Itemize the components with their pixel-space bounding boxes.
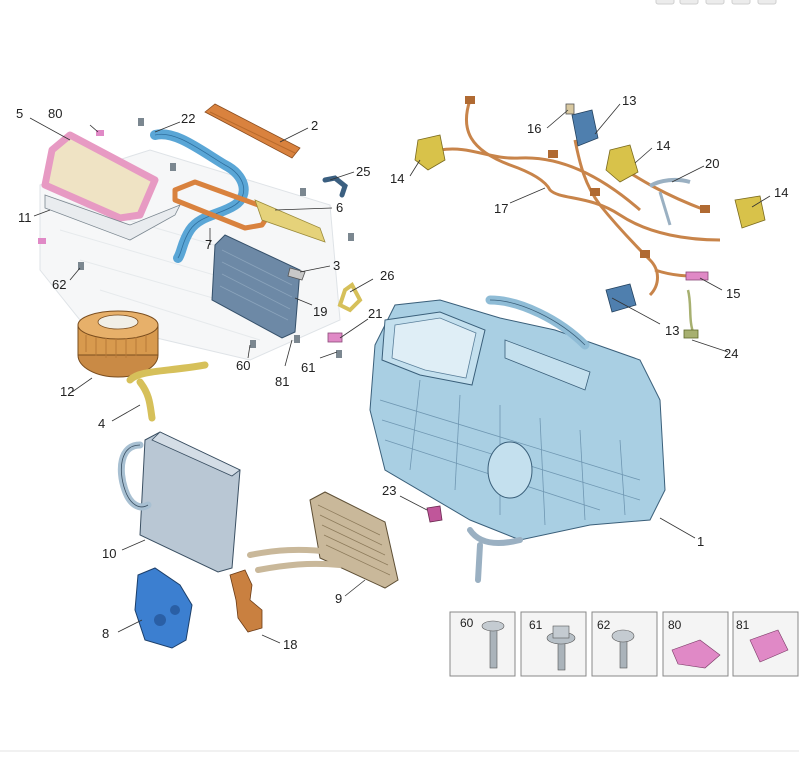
thumb-61[interactable]: 61 bbox=[520, 611, 587, 677]
thumb-80-label: 80 bbox=[668, 618, 682, 632]
sensor-16[interactable] bbox=[565, 103, 575, 115]
actuator-14-right[interactable] bbox=[734, 195, 766, 229]
sensor-3[interactable] bbox=[287, 267, 306, 281]
thumb-81-label: 81 bbox=[736, 618, 750, 632]
callout-6[interactable]: 6 bbox=[336, 200, 343, 215]
callout-61[interactable]: 61 bbox=[301, 360, 315, 375]
callout-17[interactable]: 17 bbox=[494, 201, 508, 216]
callout-25[interactable]: 25 bbox=[356, 164, 370, 179]
callout-21[interactable]: 21 bbox=[368, 306, 382, 321]
callout-14-left[interactable]: 14 bbox=[390, 171, 404, 186]
callout-20[interactable]: 20 bbox=[705, 156, 719, 171]
callout-19[interactable]: 19 bbox=[313, 304, 327, 319]
callout-16[interactable]: 16 bbox=[527, 121, 541, 136]
orange-bracket[interactable] bbox=[229, 569, 263, 633]
callout-8[interactable]: 8 bbox=[102, 626, 109, 641]
left-screws bbox=[38, 118, 354, 358]
callout-81[interactable]: 81 bbox=[275, 374, 289, 389]
blue-duct[interactable] bbox=[150, 129, 249, 263]
callout-14-right[interactable]: 14 bbox=[774, 185, 788, 200]
callout-15[interactable]: 15 bbox=[726, 286, 740, 301]
callout-12[interactable]: 12 bbox=[60, 384, 74, 399]
small-hose-25[interactable] bbox=[322, 175, 348, 198]
callout-3[interactable]: 3 bbox=[333, 258, 340, 273]
yellow-seal-strip[interactable] bbox=[254, 199, 326, 243]
thumb-60-label: 60 bbox=[460, 616, 474, 630]
thumb-62-label: 62 bbox=[597, 618, 611, 632]
callout-62[interactable]: 62 bbox=[52, 277, 66, 292]
filter-tray[interactable] bbox=[44, 194, 181, 241]
connector-15[interactable] bbox=[685, 271, 709, 281]
connector-21[interactable] bbox=[327, 332, 343, 343]
yellow-pipe[interactable] bbox=[126, 361, 209, 422]
callout-24[interactable]: 24 bbox=[724, 346, 738, 361]
evaporator-panel[interactable] bbox=[211, 234, 301, 339]
callout-26[interactable]: 26 bbox=[380, 268, 394, 283]
heater-core[interactable] bbox=[247, 491, 399, 589]
actuator-13-top[interactable] bbox=[571, 109, 599, 147]
callout-60[interactable]: 60 bbox=[236, 358, 250, 373]
thumb-60[interactable]: 60 bbox=[449, 611, 516, 677]
callout-80[interactable]: 80 bbox=[48, 106, 62, 121]
orange-gasket[interactable] bbox=[172, 179, 275, 231]
thumb-80[interactable]: 80 bbox=[662, 611, 729, 677]
callout-13-bottom[interactable]: 13 bbox=[665, 323, 679, 338]
callout-10[interactable]: 10 bbox=[102, 546, 116, 561]
callout-numbers: 1 2 3 4 5 6 7 8 9 10 11 12 13 13 14 14 1… bbox=[16, 93, 788, 652]
callout-11[interactable]: 11 bbox=[18, 210, 32, 225]
leader-lines bbox=[29, 103, 771, 644]
fastener-thumbnails: 60 61 62 80 81 bbox=[449, 611, 799, 677]
grommet-23[interactable] bbox=[426, 505, 443, 523]
callout-1[interactable]: 1 bbox=[697, 534, 704, 549]
tube-20[interactable] bbox=[648, 177, 691, 226]
actuator-14-mid[interactable] bbox=[605, 144, 639, 183]
callout-9[interactable]: 9 bbox=[335, 591, 342, 606]
callout-23[interactable]: 23 bbox=[382, 483, 396, 498]
callout-5[interactable]: 5 bbox=[16, 106, 23, 121]
callout-18[interactable]: 18 bbox=[283, 637, 297, 652]
seal-ring-26[interactable] bbox=[337, 282, 363, 313]
duct-top-orange[interactable] bbox=[204, 103, 301, 159]
sensor-wire-24[interactable] bbox=[683, 289, 699, 339]
thumb-81[interactable]: 81 bbox=[732, 611, 799, 677]
actuator-13-bottom[interactable] bbox=[605, 283, 637, 313]
callout-22[interactable]: 22 bbox=[181, 111, 195, 126]
blue-cover[interactable] bbox=[134, 567, 193, 649]
toolbar-stubs[interactable] bbox=[655, 0, 777, 5]
callout-7[interactable]: 7 bbox=[205, 237, 212, 252]
callout-4[interactable]: 4 bbox=[98, 416, 105, 431]
hvac-housing[interactable] bbox=[369, 295, 666, 583]
thumb-61-label: 61 bbox=[529, 618, 543, 632]
thumb-62[interactable]: 62 bbox=[591, 611, 658, 677]
callout-2[interactable]: 2 bbox=[311, 118, 318, 133]
callout-14-mid[interactable]: 14 bbox=[656, 138, 670, 153]
air-filter-frame[interactable] bbox=[41, 131, 159, 222]
callout-13-top[interactable]: 13 bbox=[622, 93, 636, 108]
evaporator-core[interactable] bbox=[117, 431, 241, 573]
blower-motor[interactable] bbox=[77, 310, 159, 378]
actuator-14-left[interactable] bbox=[414, 134, 446, 171]
